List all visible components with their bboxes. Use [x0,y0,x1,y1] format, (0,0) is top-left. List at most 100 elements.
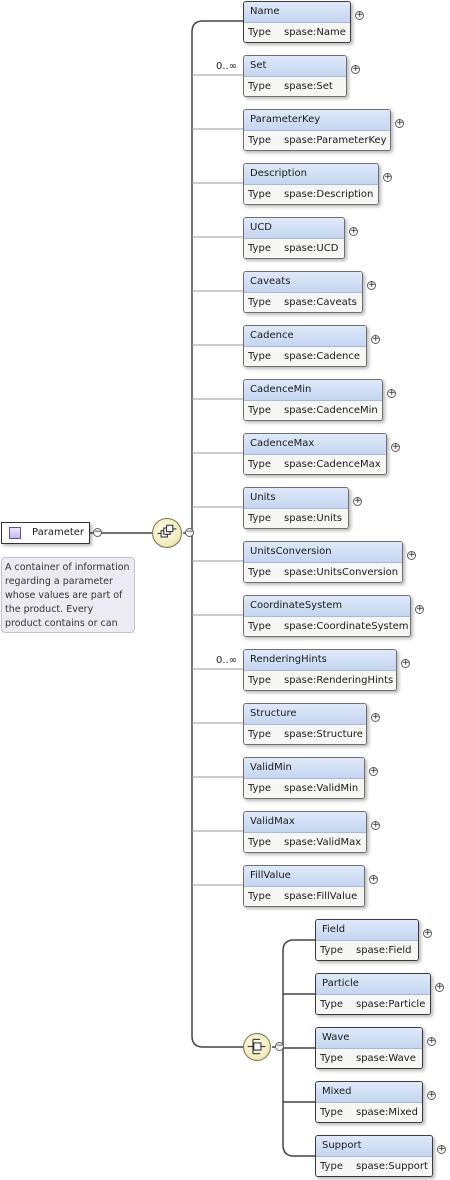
element-name: Set [244,56,346,77]
documentation-note: A container of information regarding a p… [1,557,135,633]
type-label: Type [320,999,343,1010]
type-value: spase:CadenceMin [284,405,378,416]
expand-icon[interactable]: + [367,280,376,290]
type-value: spase:FillValue [284,891,358,902]
type-label: Type [248,243,271,254]
type-value: spase:Support [356,1161,428,1172]
type-label: Type [248,621,271,632]
root-element-parameter[interactable]: Parameter [1,522,90,544]
expand-icon[interactable]: + [349,226,358,236]
expand-icon[interactable]: + [407,550,416,560]
element-name: Wave [316,1028,422,1049]
element-name: Cadence [244,326,366,347]
expand-icon[interactable]: + [401,658,410,668]
type-value: spase:Set [284,81,333,92]
expand-icon[interactable]: + [423,928,432,938]
type-value: spase:RenderingHints [284,675,394,686]
type-value: spase:Particle [356,999,426,1010]
expand-icon[interactable]: + [387,388,396,398]
occurrence-label: 0..∞ [216,655,238,666]
type-value: spase:Mixed [356,1107,418,1118]
expand-icon[interactable]: + [369,766,378,776]
type-row: Type spase:UnitsConversion [244,563,402,582]
type-label: Type [248,567,271,578]
expand-icon[interactable]: + [415,604,424,614]
expand-icon[interactable]: + [371,334,380,344]
expand-icon[interactable]: + [353,496,362,506]
type-row: Type spase:FillValue [244,887,364,906]
type-value: spase:UnitsConversion [284,567,399,578]
choice-compositor-icon[interactable] [243,1033,271,1061]
type-value: spase:ParameterKey [284,135,387,146]
collapse-icon[interactable]: − [93,527,102,537]
type-value: spase:Name [284,27,346,38]
type-label: Type [320,1161,343,1172]
type-value: spase:Cadence [284,351,361,362]
expand-icon[interactable]: + [435,982,444,992]
element-name: CadenceMax [244,434,386,455]
type-label: Type [248,891,271,902]
element-name: Caveats [244,272,362,293]
sequence-compositor-icon[interactable] [152,518,182,548]
type-row: Type spase:CadenceMax [244,455,386,474]
expand-icon[interactable]: + [351,64,360,74]
element-name: Name [244,2,350,23]
type-label: Type [248,459,271,470]
expand-icon[interactable]: + [427,1036,436,1046]
expand-icon[interactable]: + [371,820,380,830]
expand-icon[interactable]: + [383,172,392,182]
element-name: Structure [244,704,366,725]
type-value: spase:Caveats [284,297,357,308]
expand-icon[interactable]: + [355,10,364,20]
type-value: spase:CadenceMax [284,459,381,470]
collapse-icon[interactable]: − [185,527,194,537]
expand-icon[interactable]: + [395,118,404,128]
expand-icon[interactable]: + [437,1144,446,1154]
collapse-icon[interactable]: − [275,1041,284,1051]
element-name: Support [316,1136,432,1157]
element-name: UnitsConversion [244,542,402,563]
type-label: Type [248,135,271,146]
type-label: Type [320,945,343,956]
expand-icon[interactable]: + [427,1090,436,1100]
expand-icon[interactable]: + [391,442,400,452]
expand-icon[interactable]: + [371,712,380,722]
expand-icon[interactable]: + [369,874,378,884]
element-name: ParameterKey [244,110,390,131]
element-name: Particle [316,974,430,995]
element-name: ValidMax [244,812,366,833]
type-label: Type [248,729,271,740]
